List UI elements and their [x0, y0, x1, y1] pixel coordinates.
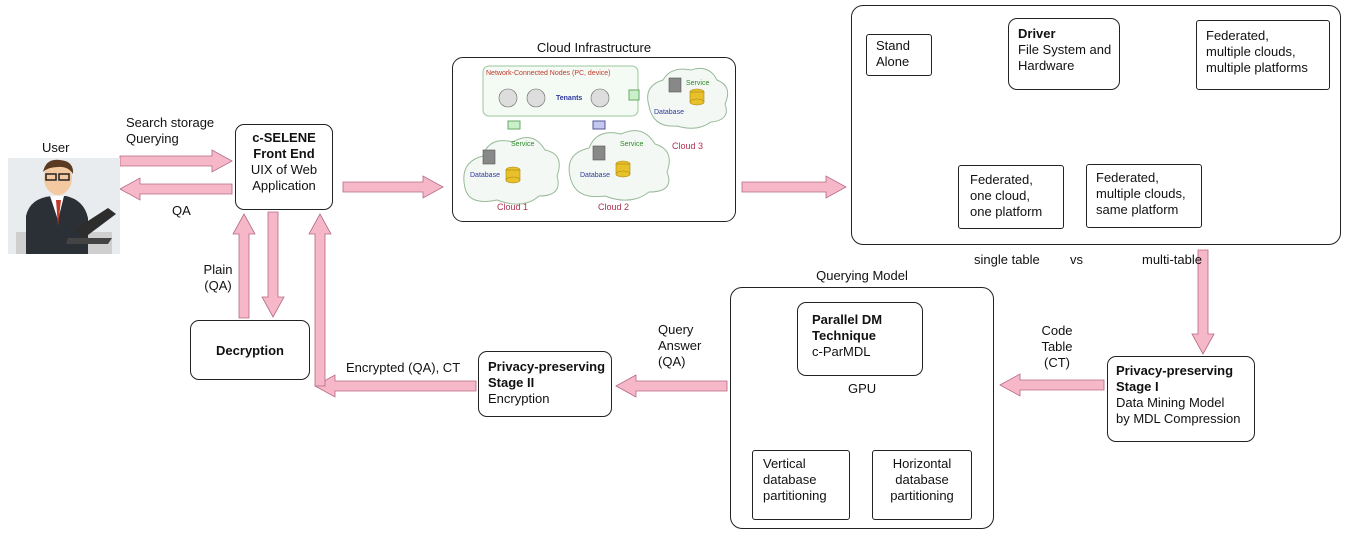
- federated-same-platform-box: [1086, 164, 1202, 228]
- federated-multi-platform-box: [1196, 20, 1330, 90]
- qa-label: QA: [172, 203, 191, 218]
- arrow-stage1-to-querying: [999, 373, 1105, 397]
- decryption-label: Decryption: [216, 343, 284, 358]
- cloud2-database-label: Database: [580, 172, 610, 179]
- cloud1-label: Cloud 1: [497, 202, 529, 212]
- privacy-stage1-label: Privacy-preserving Stage I Data Mining M…: [1116, 363, 1241, 426]
- vs-label: vs: [1070, 252, 1083, 267]
- privacy-stage2-label: Privacy-preserving Stage II Encryption: [488, 359, 606, 406]
- privacy-stage1-box: [1107, 356, 1255, 442]
- user-label: User: [42, 140, 70, 155]
- arrow-frontend-to-decryption: [261, 211, 285, 318]
- federated-one-cloud-box: [958, 165, 1064, 229]
- federated-same-platform-label: Federated, multiple clouds, same platfor…: [1096, 170, 1186, 217]
- user-at-laptop-icon: [8, 158, 120, 254]
- arrow-cloud-to-deployment: [741, 175, 847, 199]
- horizontal-partitioning-box: [872, 450, 972, 520]
- gpu-label: GPU: [848, 381, 877, 396]
- vertical-partitioning-label: Vertical database partitioning: [763, 456, 827, 503]
- privacy-stage2-box: [478, 351, 612, 417]
- network-nodes-label: Network-Connected Nodes (PC, device): [486, 70, 611, 77]
- multi-table-label: multi-table: [1142, 252, 1202, 267]
- vertical-partitioning-box: [752, 450, 850, 520]
- arrow-stage2-to-frontend: [314, 374, 477, 398]
- federated-one-cloud-label: Federated, one cloud, one platform: [970, 172, 1043, 219]
- cloud-infrastructure-illustration: [463, 65, 729, 205]
- parallel-dm-label: Parallel DM Technique c-ParMDL: [812, 312, 883, 359]
- single-table-label: single table: [974, 252, 1040, 267]
- horizontal-partitioning-label: Horizontal database partitioning: [890, 456, 954, 503]
- frontend-text: c-SELENE Front End UIX of Web Applicatio…: [250, 130, 318, 193]
- arrow-decryption-to-frontend: [232, 213, 256, 319]
- arrow-encrypted-up-to-frontend: [308, 213, 332, 387]
- cloud1-service-label: Service: [511, 141, 535, 148]
- standalone-box: [866, 34, 932, 76]
- arrow-frontend-to-user: [119, 177, 233, 201]
- parallel-dm-box: [797, 302, 923, 376]
- cloud3-database-label: Database: [654, 109, 684, 116]
- arrow-querying-to-stage2: [615, 374, 728, 398]
- search-querying-label: Search storage Querying: [126, 115, 215, 146]
- encrypted-label: Encrypted (QA), CT: [346, 360, 461, 375]
- code-table-label: Code Table (CT): [1041, 323, 1073, 370]
- cloud-infrastructure-title: Cloud Infrastructure: [536, 40, 652, 55]
- cloud3-service-label: Service: [686, 80, 710, 87]
- decryption-box: [190, 320, 310, 380]
- standalone-label: Stand Alone: [876, 38, 910, 69]
- plain-qa-label: Plain (QA): [203, 262, 233, 293]
- cloud3-label: Cloud 3: [672, 141, 704, 151]
- tenants-label: Tenants: [556, 95, 583, 102]
- cloud2-service-label: Service: [620, 141, 644, 148]
- cloud2-label: Cloud 2: [598, 202, 630, 212]
- driver-label: Driver File System and Hardware: [1018, 26, 1112, 73]
- arrow-user-to-frontend: [119, 149, 233, 173]
- driver-box: [1008, 18, 1120, 90]
- cloud1-database-label: Database: [470, 172, 500, 179]
- query-answer-label: Query Answer (QA): [658, 322, 702, 369]
- frontend-box: [235, 124, 333, 210]
- arrow-frontend-to-cloud: [342, 175, 444, 199]
- federated-multi-platform-label: Federated, multiple clouds, multiple pla…: [1206, 28, 1308, 75]
- querying-model-title: Querying Model: [816, 268, 908, 283]
- arrow-deployment-to-stage1: [1191, 249, 1215, 355]
